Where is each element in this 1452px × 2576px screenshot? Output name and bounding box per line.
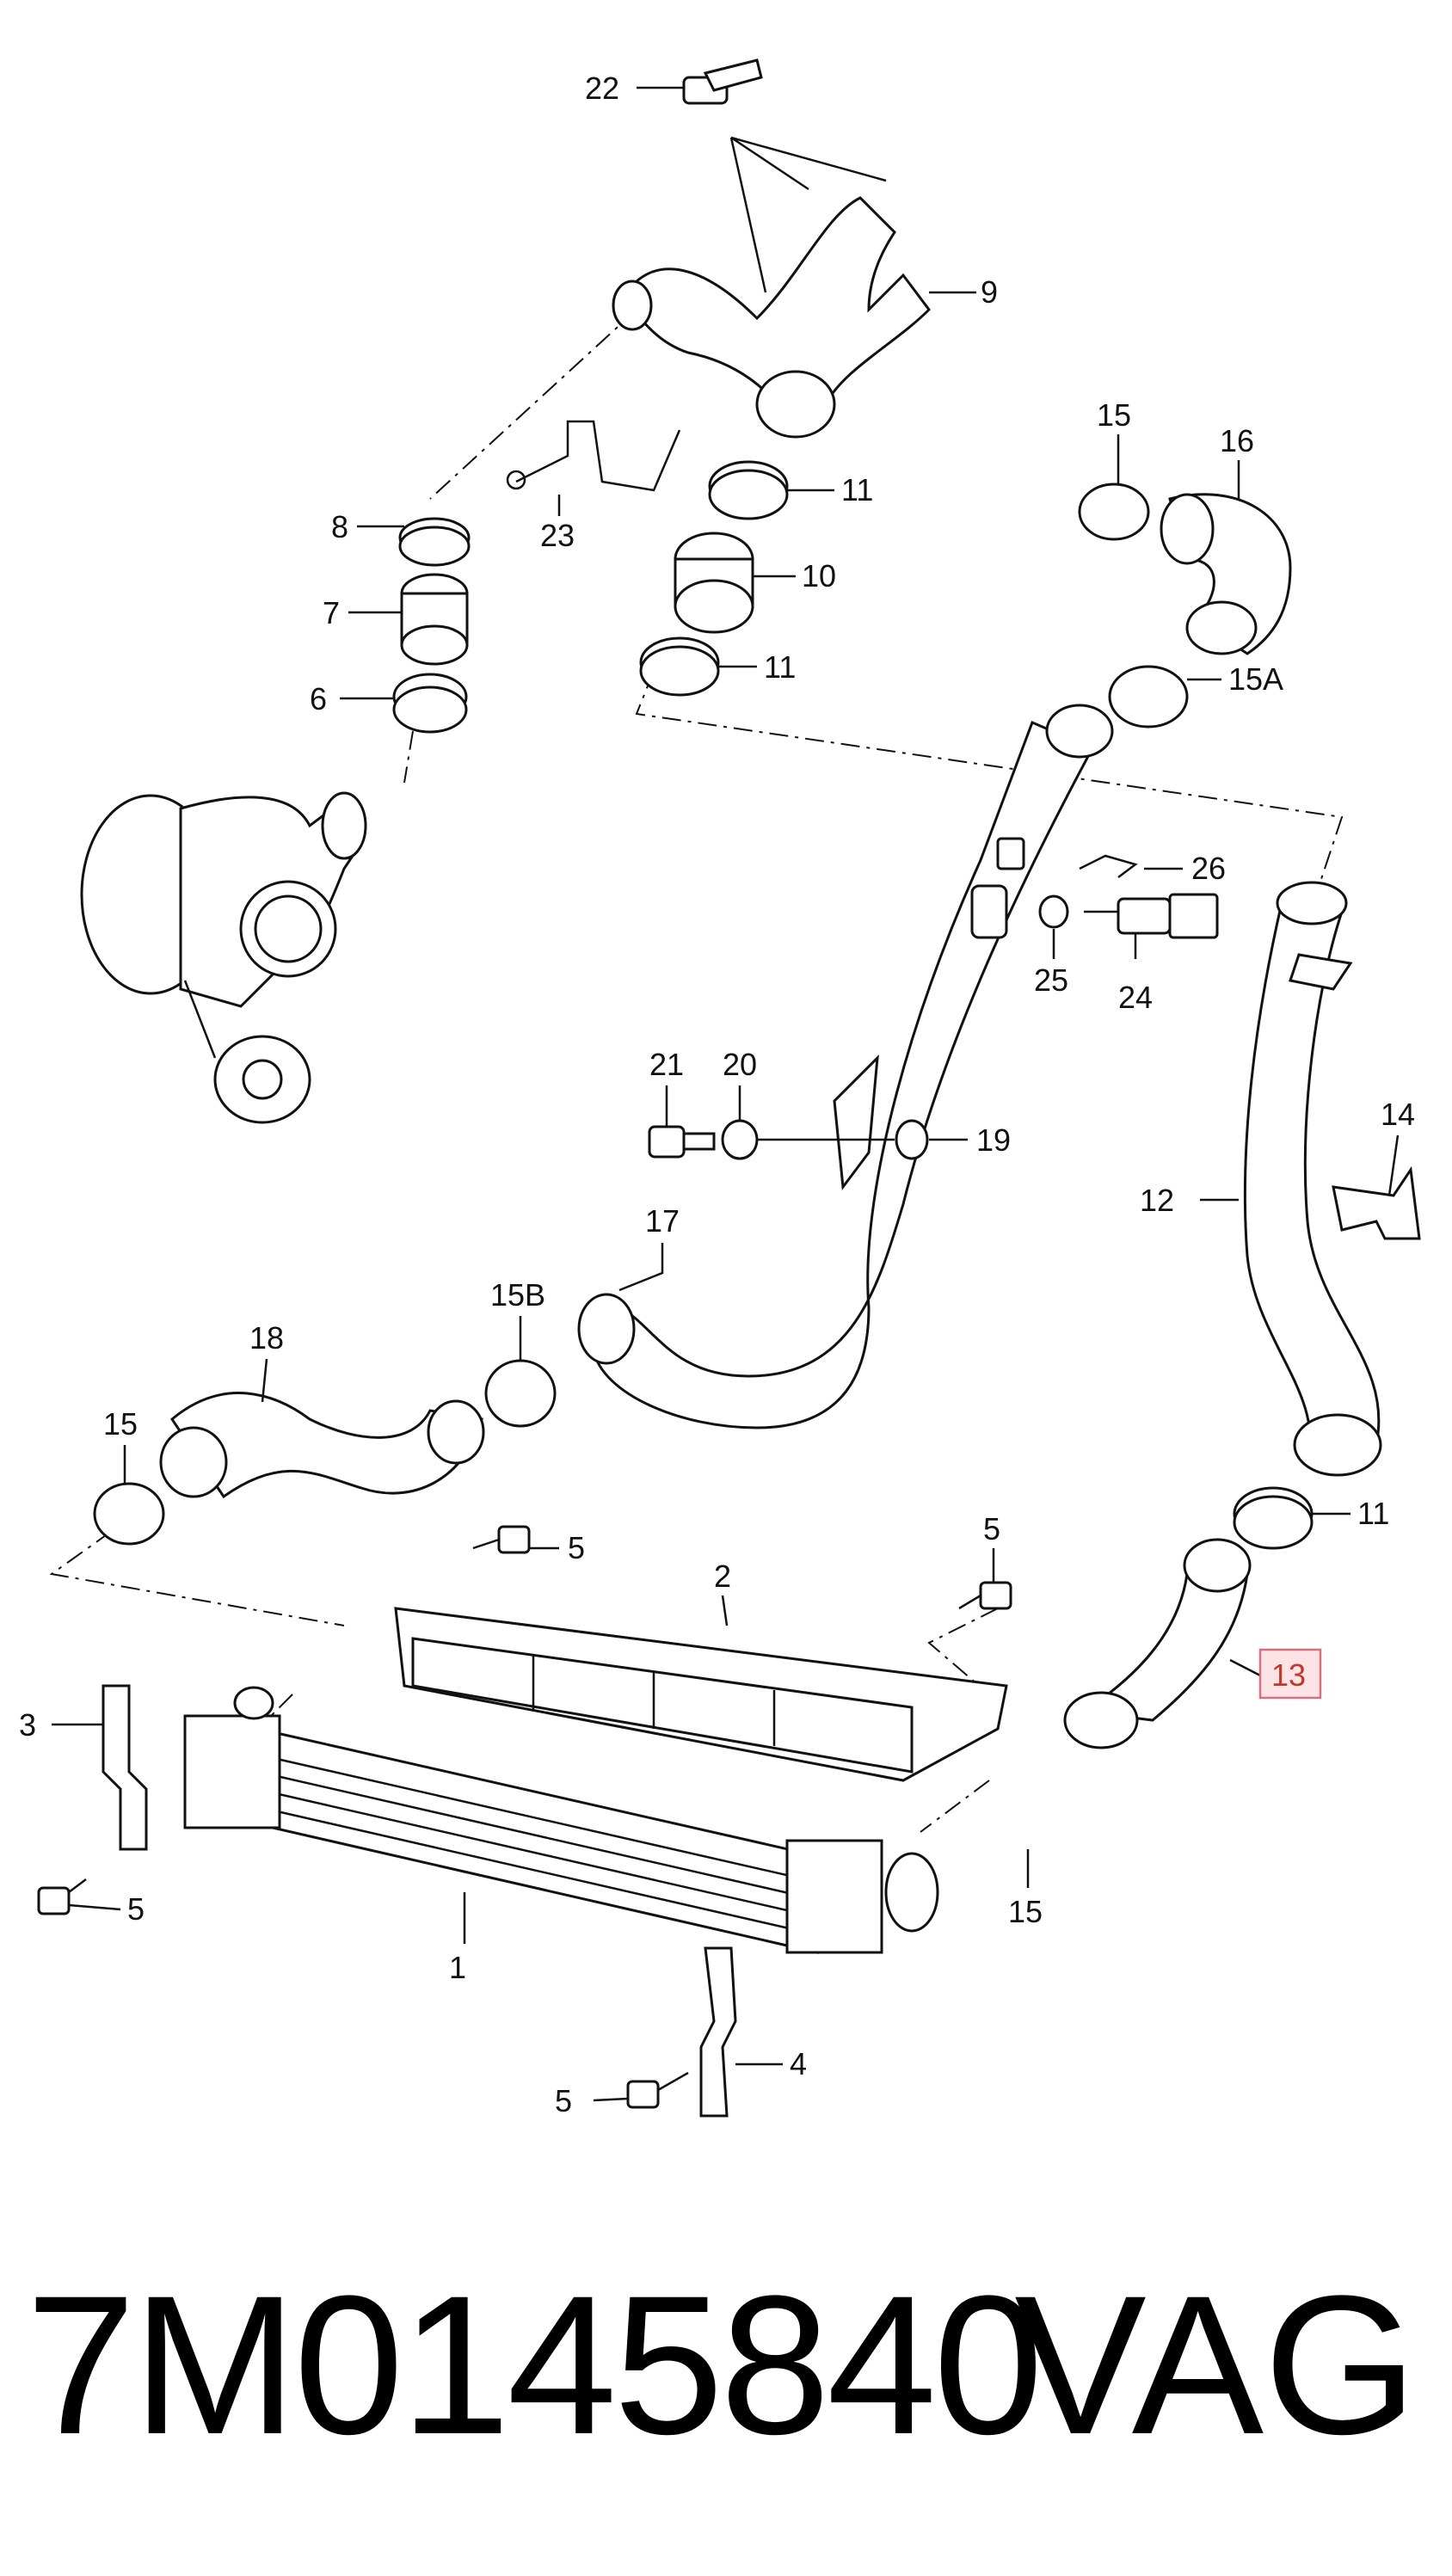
- sleeve-10: [674, 532, 754, 634]
- callout-23: 23: [540, 518, 575, 553]
- callout-22: 22: [585, 71, 619, 106]
- highlight-box-13: [1258, 1648, 1322, 1700]
- callout-5: 5: [568, 1530, 585, 1565]
- air-duct-2: [394, 1607, 1008, 1782]
- brand-name: VAG: [1014, 2254, 1418, 2475]
- bolt-5-left: [37, 1878, 87, 1915]
- upper-charge-pipe: [612, 136, 931, 439]
- footer: 7M0145840 VAG: [0, 2253, 1452, 2477]
- callout-9: 9: [981, 274, 998, 310]
- callout-17: 17: [645, 1203, 680, 1239]
- bolt-5-bottom: [626, 2071, 689, 2109]
- charge-pipe-12: [1243, 881, 1382, 1477]
- sensor-assembly: [970, 837, 1219, 939]
- bracket-3: [102, 1684, 148, 1851]
- clamp-22: [682, 58, 763, 105]
- clamp-6: [392, 673, 468, 734]
- callout-15: 15: [1097, 397, 1131, 433]
- callout-26: 26: [1191, 851, 1226, 886]
- bolt-5-top: [472, 1525, 531, 1554]
- bracket-14: [1332, 1165, 1421, 1240]
- callout-15: 15: [1008, 1894, 1043, 1929]
- callout-5: 5: [555, 2083, 572, 2118]
- callout-labels: 22 9 11 10 11 8 23 7 6 15 16 15A 26 25 2…: [19, 71, 1415, 2118]
- callout-16: 16: [1220, 423, 1254, 458]
- clip-23: [506, 420, 681, 492]
- callout-21: 21: [649, 1047, 684, 1082]
- clamp-15A: [1108, 665, 1189, 729]
- callout-11: 11: [1357, 1496, 1389, 1531]
- hose-16: [1160, 493, 1292, 655]
- bolt-5-right: [958, 1581, 1012, 1610]
- callout-25: 25: [1034, 962, 1068, 998]
- clamp-11-upper: [708, 460, 789, 520]
- callout-5: 5: [127, 1891, 145, 1927]
- clamp-15-top: [1078, 483, 1150, 541]
- callout-7: 7: [323, 595, 340, 630]
- callout-15: 15: [103, 1406, 138, 1442]
- clamp-15-left: [93, 1482, 165, 1546]
- parts-diagram: 22 9 11 10 11 8 23 7 6 15 16 15A 26 25 2…: [19, 58, 1421, 2118]
- callout-18: 18: [249, 1320, 284, 1356]
- callout-13: 13: [1271, 1657, 1306, 1693]
- intercooler-1: [183, 1686, 939, 1954]
- callout-5: 5: [983, 1511, 1000, 1546]
- callout-8: 8: [331, 509, 348, 544]
- callout-2: 2: [714, 1559, 731, 1594]
- leader-lines: [52, 86, 1400, 2102]
- bracket-4: [699, 1946, 737, 2118]
- charge-pipe-17: [577, 704, 1114, 1429]
- callout-6: 6: [310, 681, 327, 716]
- turbocharger: [80, 791, 367, 1124]
- callout-3: 3: [19, 1707, 36, 1743]
- connector-7: [400, 573, 469, 666]
- elbow-hose-13: [1063, 1538, 1252, 1749]
- callout-11: 11: [764, 649, 796, 685]
- callout-10: 10: [802, 558, 836, 593]
- callout-4: 4: [790, 2046, 807, 2081]
- callout-15A: 15A: [1228, 661, 1283, 697]
- callout-12: 12: [1140, 1183, 1174, 1218]
- part-number: 7M0145840: [26, 2254, 1043, 2475]
- clamp-15B: [484, 1359, 557, 1428]
- callout-24: 24: [1118, 980, 1153, 1015]
- callout-19: 19: [976, 1122, 1011, 1158]
- clamp-11-right: [1233, 1486, 1314, 1550]
- callout-11: 11: [841, 472, 873, 507]
- callout-20: 20: [723, 1047, 757, 1082]
- hose-18: [159, 1392, 485, 1499]
- callout-1: 1: [449, 1950, 466, 1985]
- callout-15B: 15B: [490, 1277, 545, 1313]
- clamp-8: [398, 517, 471, 567]
- clamp-11-lower: [639, 636, 720, 697]
- callout-14: 14: [1381, 1097, 1415, 1132]
